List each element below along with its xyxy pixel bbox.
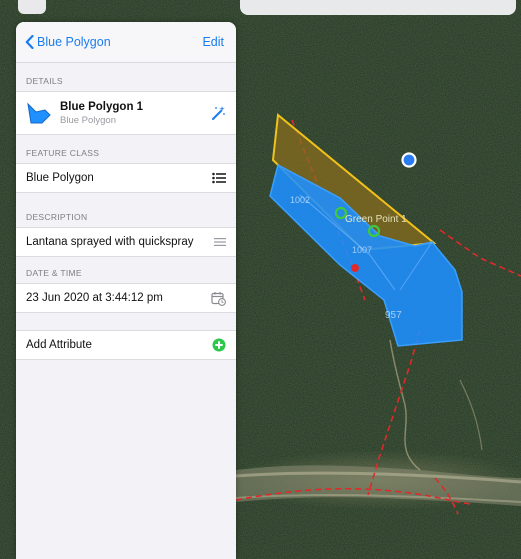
- date-time-value: 23 Jun 2020 at 3:44:12 pm: [26, 292, 163, 304]
- details-section-header: DETAILS: [26, 76, 63, 86]
- description-value: Lantana sprayed with quickspray: [26, 236, 194, 248]
- polygon-label-1: 1002: [290, 195, 310, 205]
- back-button-label: Blue Polygon: [37, 35, 111, 49]
- description-row[interactable]: Lantana sprayed with quickspray: [16, 227, 236, 257]
- polygon-label-2: 1007: [352, 245, 372, 255]
- add-attribute-row[interactable]: Add Attribute: [16, 330, 236, 360]
- chevron-left-icon: [25, 35, 34, 49]
- feature-class-value: Blue Polygon: [26, 172, 94, 184]
- green-point-marker[interactable]: [367, 224, 381, 238]
- current-location-icon[interactable]: [401, 152, 417, 168]
- edit-button[interactable]: Edit: [202, 35, 224, 49]
- magic-wand-icon[interactable]: [210, 105, 226, 121]
- feature-subtitle: Blue Polygon: [60, 114, 116, 126]
- text-lines-icon[interactable]: [214, 237, 226, 247]
- polygon-label-3: 957: [385, 310, 402, 321]
- calendar-clock-icon[interactable]: [211, 291, 226, 306]
- green-point-label: Green Point 1: [345, 214, 407, 225]
- map-corner-button[interactable]: [18, 0, 46, 14]
- map-top-bar[interactable]: [240, 0, 516, 15]
- date-time-row[interactable]: 23 Jun 2020 at 3:44:12 pm: [16, 283, 236, 313]
- feature-title: Blue Polygon 1: [60, 100, 144, 113]
- feature-row[interactable]: Blue Polygon 1 Blue Polygon: [16, 91, 236, 135]
- feature-class-row[interactable]: Blue Polygon: [16, 163, 236, 193]
- back-button[interactable]: Blue Polygon: [25, 35, 111, 49]
- description-section-header: DESCRIPTION: [26, 212, 88, 222]
- red-point-marker[interactable]: [351, 264, 359, 272]
- feature-detail-panel: Blue Polygon Edit DETAILS Blue Polygon 1…: [16, 22, 236, 559]
- add-attribute-label: Add Attribute: [26, 339, 92, 351]
- plus-circle-icon[interactable]: [212, 338, 226, 352]
- feature-class-section-header: FEATURE CLASS: [26, 148, 100, 158]
- date-time-section-header: DATE & TIME: [26, 268, 82, 278]
- list-icon[interactable]: [212, 172, 226, 184]
- green-point-marker-2[interactable]: [334, 206, 348, 220]
- nav-bar: Blue Polygon Edit: [16, 22, 236, 63]
- polygon-icon: [27, 102, 51, 124]
